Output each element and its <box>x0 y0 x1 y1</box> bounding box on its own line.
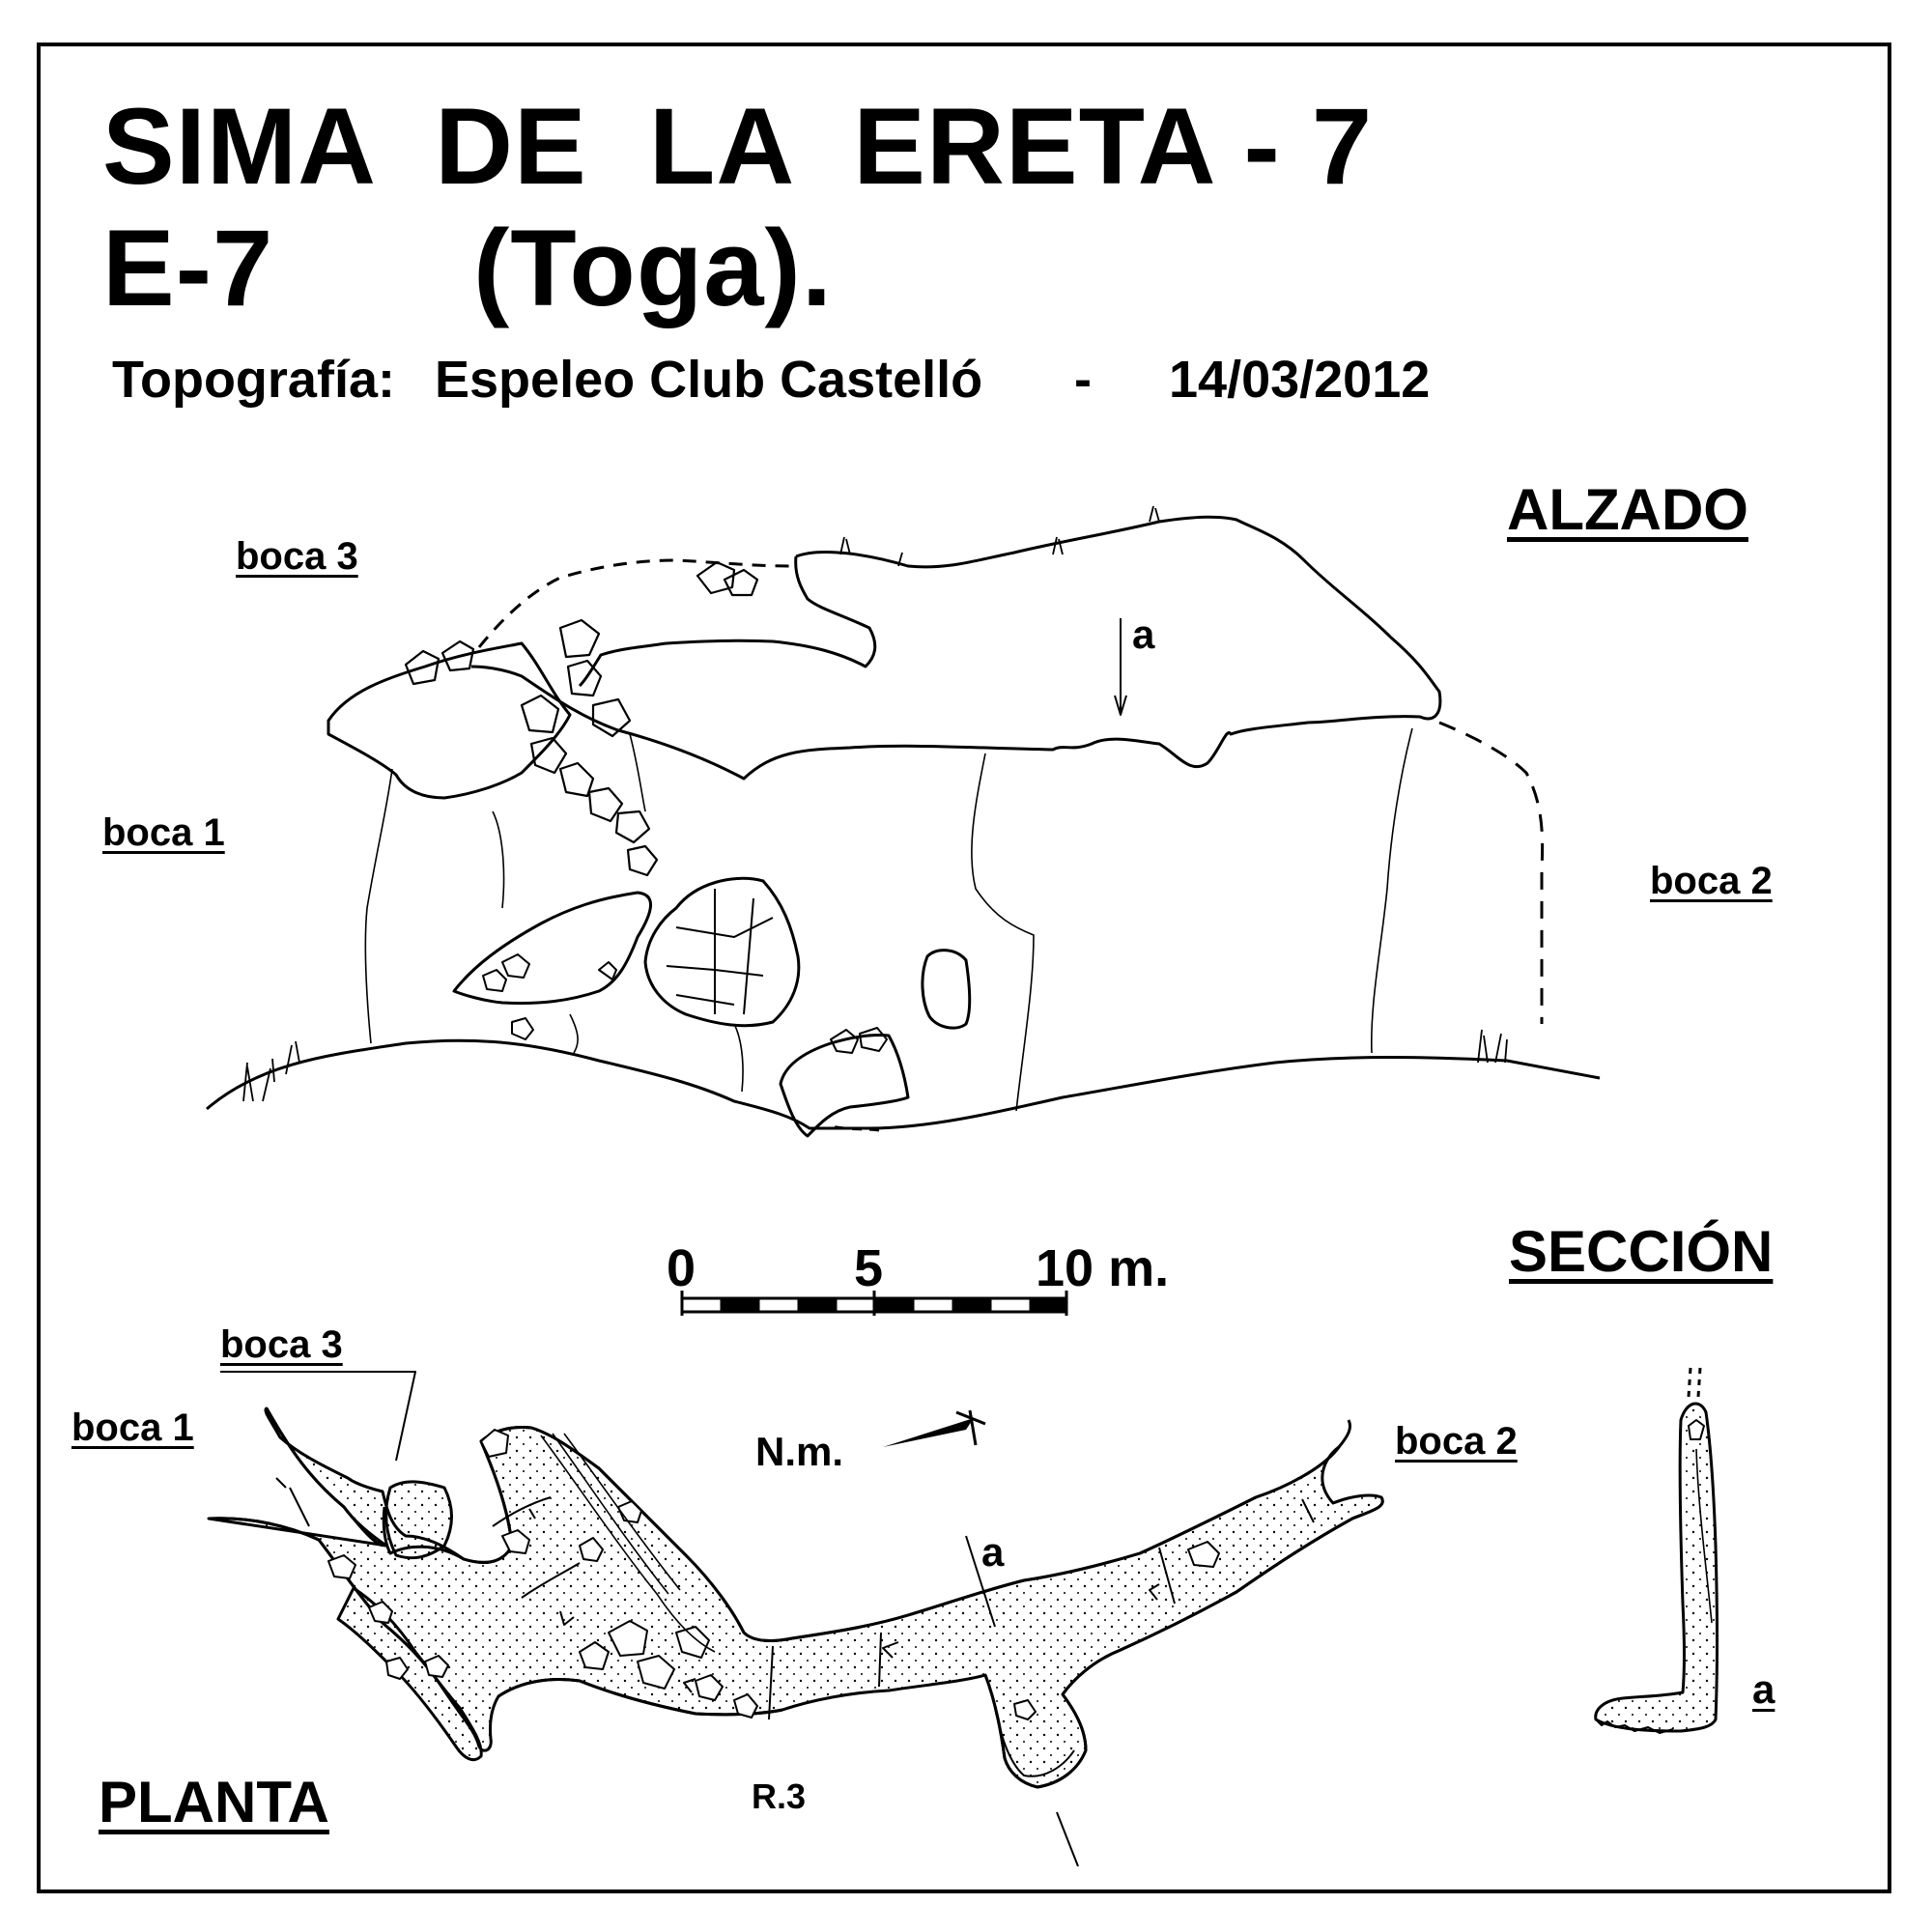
slab-overhang <box>578 555 877 688</box>
planta-boca2-label: boca 2 <box>1395 1420 1518 1463</box>
scale-label-10: 10 m. <box>1036 1239 1170 1297</box>
boca3-outline <box>477 558 793 648</box>
alzado-boca2-label: boca 2 <box>1650 860 1773 902</box>
seccion-mark: a <box>1752 1666 1776 1712</box>
map-title: SIMA DE LA ERETA - 7 <box>102 86 1374 207</box>
alzado-heading: ALZADO <box>1507 477 1748 542</box>
boca2-outline <box>1438 721 1545 1024</box>
section-profile <box>1594 1367 1719 1734</box>
inner-ledge <box>452 891 652 1005</box>
pit-step <box>779 1034 910 1138</box>
alzado-boca1-label: boca 1 <box>102 811 225 854</box>
scale-label-5: 5 <box>854 1239 884 1297</box>
alzado-elevation <box>206 505 1601 1138</box>
shaft <box>1594 1402 1719 1733</box>
credits-date: 14/03/2012 <box>1169 351 1431 409</box>
boulder <box>921 949 972 1030</box>
planta-boca1-label: boca 1 <box>71 1406 194 1449</box>
north-label: N.m. <box>755 1429 844 1474</box>
scale-bar <box>680 1291 1068 1316</box>
cave-code: E-7 <box>102 208 274 328</box>
planta-section-mark: a <box>981 1529 1005 1575</box>
credits-label: Topografía: <box>112 351 395 409</box>
planta-boca3-label: boca 3 <box>220 1323 343 1366</box>
north-arrow-icon <box>883 1409 986 1447</box>
upper-slab <box>470 515 1442 781</box>
main-passage <box>207 1406 1384 1789</box>
upper-lobe <box>384 1480 453 1560</box>
alzado-section-mark: a <box>1132 611 1155 657</box>
left-block <box>327 641 572 800</box>
map-frame <box>37 43 1891 1893</box>
locality: (Toga). <box>473 208 833 328</box>
ground-line <box>206 1038 1601 1130</box>
scale-label-0: 0 <box>667 1239 696 1297</box>
credits-club: Espeleo Club Castelló <box>435 351 983 409</box>
rappel-label: R.3 <box>752 1776 807 1816</box>
planta-plan <box>207 1371 1384 1867</box>
alzado-boca3-label: boca 3 <box>236 535 358 578</box>
credits-separator: - <box>1074 351 1092 409</box>
planta-heading: PLANTA <box>99 1770 329 1834</box>
boulder-pile <box>643 876 801 1028</box>
seccion-heading: SECCIÓN <box>1509 1219 1774 1284</box>
